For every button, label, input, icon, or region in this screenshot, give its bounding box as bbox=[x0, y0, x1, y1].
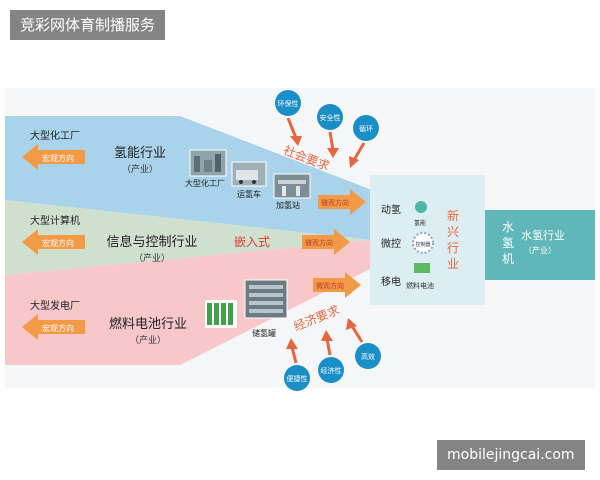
arrowhead-icon bbox=[349, 156, 359, 168]
watermark-bottom: mobilejingcai.com bbox=[437, 440, 585, 470]
photo-caption: 运氢车 bbox=[237, 189, 261, 199]
bubble-label: 高效 bbox=[361, 352, 375, 361]
arrowhead-icon bbox=[346, 318, 357, 330]
micro-arrow-top: 微观方向 bbox=[318, 189, 366, 215]
controller-icon: 控制器 bbox=[412, 232, 434, 254]
down-arrow-icon bbox=[286, 117, 298, 139]
water-hydrogen-sub: （产业） bbox=[524, 245, 556, 255]
arrowhead-icon bbox=[327, 148, 339, 158]
left-label-chemical-plant: 大型化工厂 bbox=[30, 129, 80, 142]
micro-arrow-bot: 微观方向 bbox=[313, 272, 361, 298]
right-arrow-icon bbox=[313, 272, 361, 298]
left-arrow-icon bbox=[22, 144, 85, 170]
new-industry-char: 新 bbox=[447, 208, 459, 223]
photo-hydrogen-tanks: 储氢罐 bbox=[244, 279, 288, 338]
bubble-convenience: 便捷性 bbox=[284, 365, 310, 391]
micro-arrow-label: 微观方向 bbox=[305, 238, 333, 247]
water-hydrogen-char: 氢 bbox=[502, 235, 514, 250]
watermark-top: 竞彩网体育制播服务 bbox=[10, 10, 166, 40]
photo-battery-stack bbox=[205, 300, 237, 328]
new-industry-char: 业 bbox=[447, 257, 459, 271]
band-info-control bbox=[5, 200, 372, 275]
icon-caption: 燃料电池 bbox=[406, 281, 434, 290]
macro-arrow-label: 宏观方向 bbox=[42, 238, 74, 248]
arrowhead-icon bbox=[321, 330, 333, 341]
requirement-arrows-bottom bbox=[290, 325, 364, 364]
left-label-power-plant: 大型发电厂 bbox=[30, 299, 80, 312]
bubble-label: 循环 bbox=[359, 124, 373, 133]
bubble-cycle: 循环 bbox=[353, 115, 379, 141]
industry-fuel-cell: 燃料电池行业 bbox=[109, 316, 187, 332]
bubble-safety: 安全性 bbox=[317, 104, 343, 130]
center-item-micro-control: 微控 bbox=[381, 237, 401, 250]
macro-arrow-top: 宏观方向 bbox=[22, 144, 85, 170]
requirement-arrows-top bbox=[286, 117, 366, 161]
output-band-water-hydrogen bbox=[485, 210, 595, 280]
new-industry-char: 行 bbox=[447, 241, 459, 255]
band-fuel-cell bbox=[5, 240, 372, 365]
bubble-label: 经济性 bbox=[321, 366, 342, 375]
industry-info-control: 信息与控制行业 bbox=[106, 234, 197, 250]
photo-chemical-plant: 大型化工厂 bbox=[185, 149, 227, 188]
arrowhead-icon bbox=[286, 338, 298, 349]
hydrogen-energy-icon: 氢能 bbox=[414, 201, 427, 227]
industry-sub: （产业） bbox=[122, 163, 158, 175]
up-arrow-icon bbox=[325, 338, 332, 356]
bubble-label: 安全性 bbox=[320, 113, 341, 122]
bubble-label: 环保性 bbox=[278, 99, 299, 108]
photo-caption: 大型化工厂 bbox=[185, 178, 225, 188]
left-label-mainframe: 大型计算机 bbox=[30, 214, 80, 227]
bubble-environmental: 环保性 bbox=[275, 90, 301, 116]
arrowhead-icon bbox=[290, 136, 302, 146]
photo-hydrogen-truck: 运氢车 bbox=[231, 161, 267, 199]
water-hydrogen-industry: 水氢行业 bbox=[521, 228, 565, 242]
industry-sub: （产业） bbox=[130, 334, 166, 346]
micro-arrow-mid: 微观方向 bbox=[302, 229, 350, 255]
macro-arrow-mid: 宏观方向 bbox=[22, 229, 85, 255]
icon-caption: 控制器 bbox=[415, 241, 430, 248]
photo-caption: 储氢罐 bbox=[252, 328, 276, 338]
bubble-efficiency: 高效 bbox=[355, 343, 381, 369]
photo-refueling-station: 加氢站 bbox=[273, 173, 311, 210]
new-industry-vertical-label: 新 兴 行 业 bbox=[447, 208, 459, 271]
water-hydrogen-char: 机 bbox=[502, 252, 514, 266]
industry-sub: （产业） bbox=[134, 252, 170, 264]
left-arrow-icon bbox=[22, 229, 85, 255]
macro-arrow-label: 宏观方向 bbox=[42, 153, 74, 163]
band-hydrogen bbox=[5, 116, 372, 240]
center-item-hydrogen-power: 动氢 bbox=[381, 203, 401, 216]
photo-caption: 加氢站 bbox=[276, 200, 300, 210]
down-arrow-icon bbox=[352, 142, 366, 161]
embedded-label: 嵌入式 bbox=[234, 235, 270, 249]
down-arrow-icon bbox=[328, 131, 335, 151]
micro-arrow-label: 微观方向 bbox=[321, 198, 349, 207]
up-arrow-icon bbox=[350, 325, 364, 343]
center-item-mobile-power: 移电 bbox=[381, 275, 401, 288]
water-hydrogen-char: 水 bbox=[502, 220, 514, 234]
left-arrow-icon bbox=[22, 314, 85, 340]
fuel-cell-icon: 燃料电池 bbox=[406, 263, 434, 290]
industry-hydrogen: 氢能行业 bbox=[114, 146, 166, 161]
icon-caption: 氢能 bbox=[414, 219, 426, 227]
bubble-economy: 经济性 bbox=[318, 357, 344, 383]
micro-arrow-label: 微观方向 bbox=[316, 281, 344, 290]
right-arrow-icon bbox=[302, 229, 350, 255]
bubble-label: 便捷性 bbox=[287, 374, 308, 383]
macro-arrow-bot: 宏观方向 bbox=[22, 314, 85, 340]
macro-arrow-label: 宏观方向 bbox=[42, 323, 74, 333]
up-arrow-icon bbox=[290, 346, 298, 364]
water-hydrogen-machine-vertical: 水 氢 机 bbox=[502, 220, 514, 266]
new-industry-char: 兴 bbox=[447, 225, 459, 239]
right-arrow-icon bbox=[318, 189, 366, 215]
